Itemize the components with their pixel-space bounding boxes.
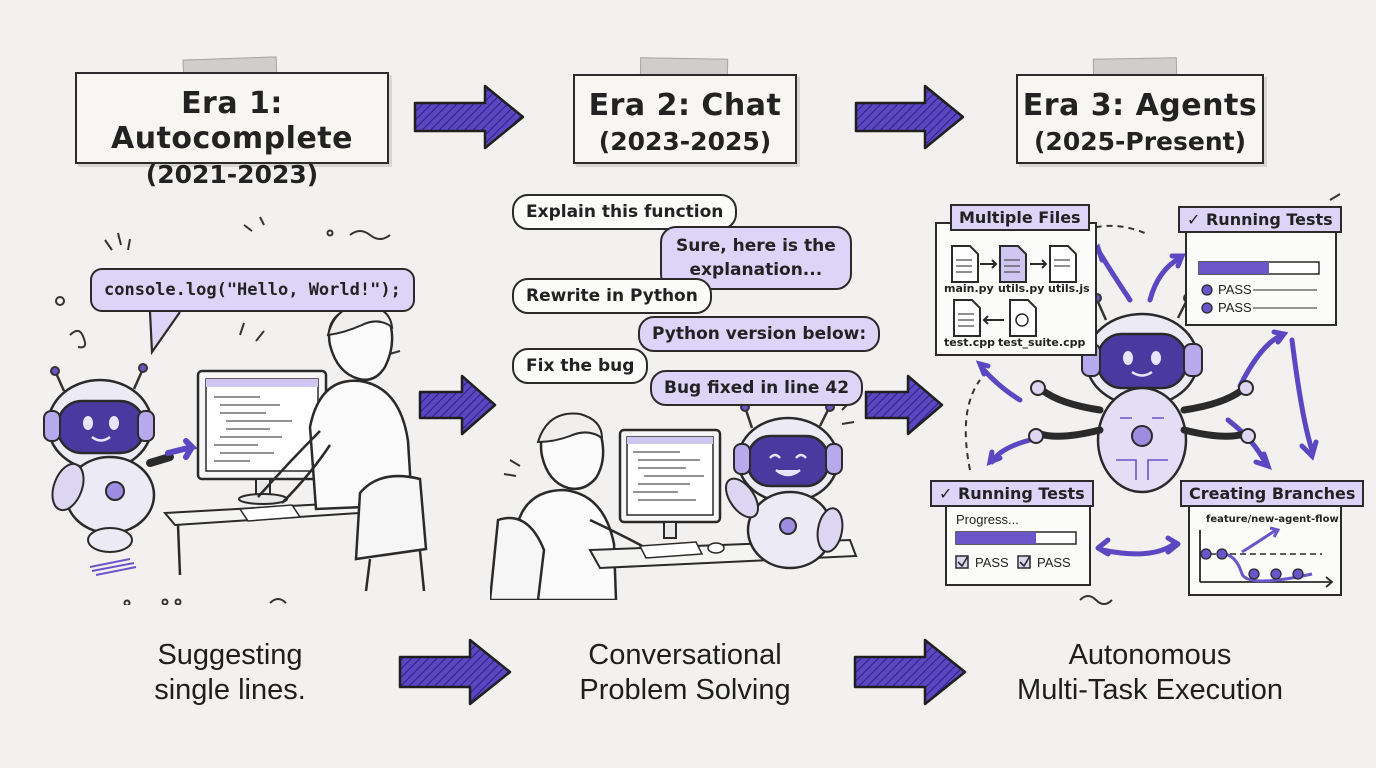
arrow-right-icon bbox=[864, 374, 944, 436]
creating-branches-title: Creating Branches bbox=[1180, 480, 1365, 507]
test-result: PASS bbox=[1218, 282, 1252, 297]
progress-bar bbox=[1198, 261, 1320, 314]
chair-icon bbox=[490, 516, 546, 600]
running-tests-title: ✓ Running Tests bbox=[1178, 206, 1342, 233]
era2-title: Era 2: Chat bbox=[588, 88, 782, 123]
bubble-tail-icon bbox=[148, 312, 181, 356]
arrow-right-icon bbox=[398, 638, 512, 706]
era1-caption-line: Suggesting bbox=[157, 639, 303, 671]
branch-graph bbox=[1199, 526, 1334, 588]
chat-bubble-ai: Python version below: bbox=[638, 316, 881, 352]
arrow-right-icon bbox=[853, 638, 967, 706]
era2-caption: Conversational Problem Solving bbox=[545, 638, 825, 708]
file-label: test.cpp bbox=[944, 336, 995, 349]
era3-caption: Autonomous Multi-Task Execution bbox=[985, 638, 1315, 708]
scribble-icon bbox=[89, 558, 137, 576]
code-suggestion-bubble: console.log("Hello, World!"); bbox=[90, 268, 415, 312]
arrow-right-icon bbox=[854, 84, 965, 150]
file-label: main.py bbox=[944, 282, 994, 295]
file-label: test_suite.cpp bbox=[998, 336, 1086, 349]
chat-bubble-user: Explain this function bbox=[512, 194, 738, 230]
era1-title-box: Era 1: Autocomplete (2021-2023) bbox=[75, 72, 389, 189]
chat-bubble-user: Rewrite in Python bbox=[512, 278, 712, 314]
era2-title-box: Era 2: Chat (2023-2025) bbox=[573, 74, 797, 164]
era3-caption-line: Multi-Task Execution bbox=[1017, 674, 1283, 706]
era1-years: (2021-2023) bbox=[145, 160, 319, 189]
era2-illustration bbox=[490, 401, 858, 600]
arrow-right-icon bbox=[413, 84, 525, 150]
era2-years: (2023-2025) bbox=[598, 127, 772, 156]
era1-title: Era 1: Autocomplete bbox=[111, 86, 353, 156]
era3-years: (2025-Present) bbox=[1034, 127, 1246, 156]
running-tests-title: ✓ Running Tests bbox=[930, 480, 1094, 507]
era2-caption-line: Problem Solving bbox=[579, 674, 791, 706]
era3-title-box: Era 3: Agents (2025-Present) bbox=[1016, 74, 1264, 164]
monitor-icon bbox=[196, 369, 328, 505]
era1-caption-line: single lines. bbox=[154, 674, 306, 706]
branch-label: feature/new-agent-flow bbox=[1206, 514, 1339, 525]
multiple-files-title: Multiple Files bbox=[950, 204, 1090, 231]
monitor-icon bbox=[618, 428, 722, 539]
progress-label: Progress... bbox=[956, 512, 1019, 527]
robot-icon bbox=[725, 402, 844, 570]
file-icons bbox=[951, 245, 1077, 337]
chat-bubble-ai-line: explanation... bbox=[689, 260, 823, 280]
robot-icon bbox=[43, 363, 198, 553]
robot-icon bbox=[1028, 293, 1256, 494]
era3-illustration bbox=[964, 193, 1344, 605]
era1-illustration bbox=[43, 216, 428, 605]
test-result: PASS bbox=[1037, 555, 1071, 570]
chat-bubble-ai: Sure, here is the explanation... bbox=[660, 226, 852, 290]
arrow-right-icon bbox=[418, 374, 497, 436]
era2-caption-line: Conversational bbox=[588, 639, 782, 671]
test-result: PASS bbox=[1218, 300, 1252, 315]
chat-bubble-ai-line: Sure, here is the bbox=[676, 236, 836, 256]
progress-bar bbox=[955, 531, 1077, 569]
era3-caption-line: Autonomous bbox=[1068, 639, 1232, 671]
file-label: utils.py bbox=[998, 282, 1045, 295]
file-label: utils.js bbox=[1048, 282, 1090, 295]
era1-caption: Suggesting single lines. bbox=[95, 638, 365, 708]
chat-bubble-ai: Bug fixed in line 42 bbox=[650, 370, 864, 406]
chair-icon bbox=[354, 474, 428, 592]
chat-bubble-user: Fix the bug bbox=[512, 348, 649, 384]
era3-title: Era 3: Agents bbox=[1022, 88, 1258, 123]
test-result: PASS bbox=[975, 555, 1009, 570]
